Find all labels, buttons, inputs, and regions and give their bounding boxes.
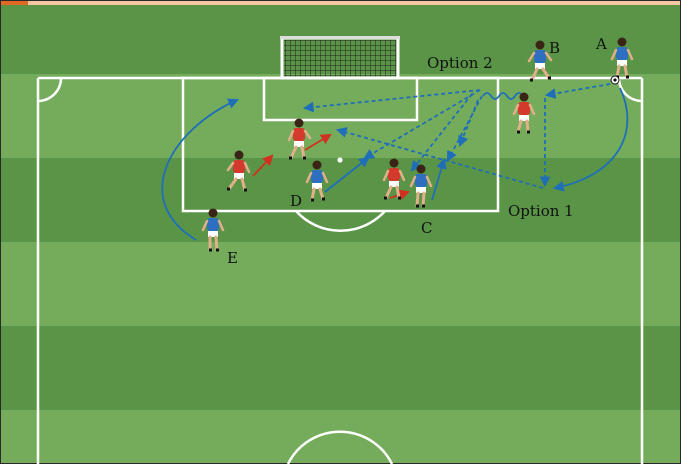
label-player-a: A [595, 35, 607, 53]
penalty-spot [337, 157, 342, 162]
label-option-1: Option 1 [508, 202, 574, 220]
label-player-e: E [227, 249, 238, 267]
label-option-2: Option 2 [427, 54, 493, 72]
label-player-c: C [421, 219, 432, 237]
label-player-d: D [290, 192, 302, 210]
football [611, 76, 619, 84]
goal [280, 36, 400, 78]
label-player-b: B [549, 39, 560, 57]
